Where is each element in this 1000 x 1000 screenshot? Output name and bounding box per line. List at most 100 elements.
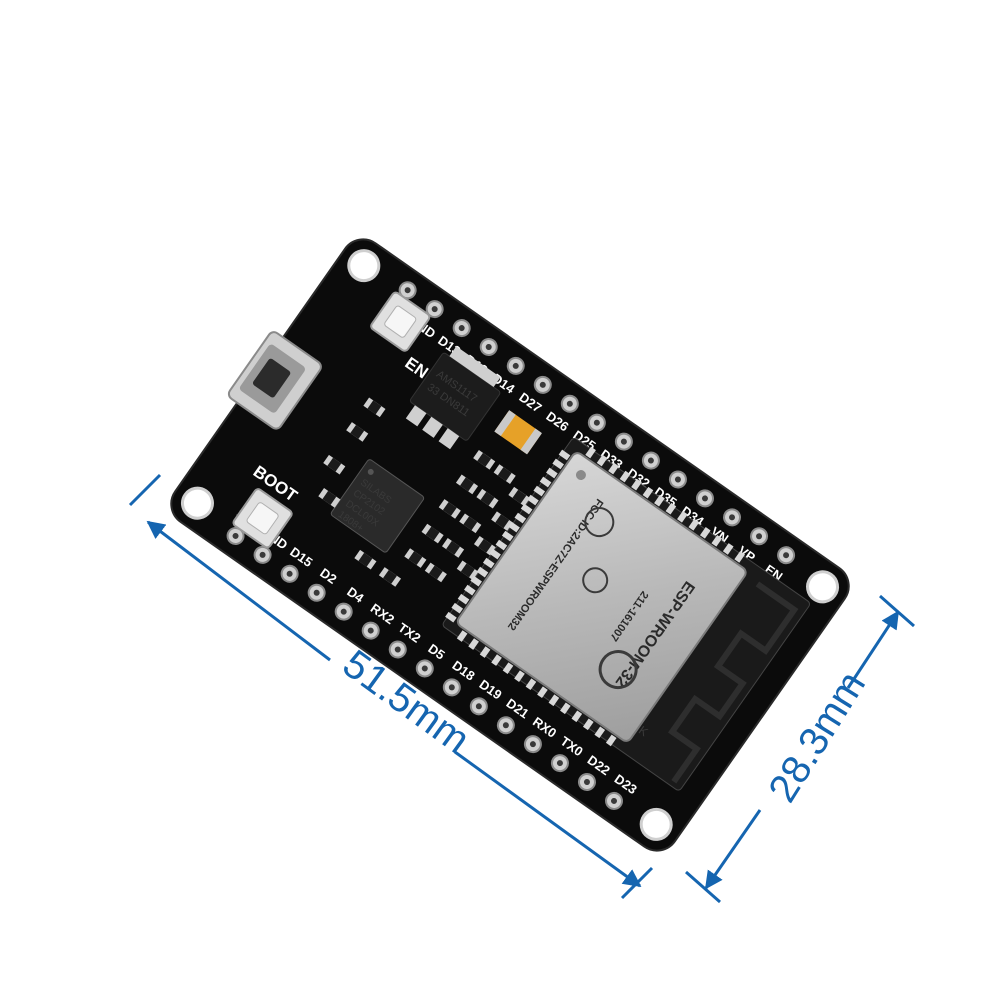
pad-hole [729, 514, 736, 521]
pad-hole [421, 665, 428, 672]
module-pad [560, 702, 571, 715]
espressif-logo-icon [598, 650, 638, 690]
module-pad [470, 575, 482, 587]
pad-hole [502, 722, 509, 729]
pad-hole [475, 703, 482, 710]
smd-part-body [428, 565, 443, 580]
smd-part-body [327, 457, 342, 472]
module-pad [520, 503, 533, 515]
module-pad [527, 494, 539, 506]
pad-hole [539, 381, 546, 388]
module-pad [699, 527, 711, 539]
smd-part-body [322, 490, 337, 505]
module-pad [642, 486, 654, 499]
module-pad [677, 510, 688, 523]
module-pad [491, 654, 502, 666]
module-pad [457, 593, 470, 605]
pad-hole [458, 325, 465, 332]
pad-hole [783, 552, 790, 559]
module-pad [514, 670, 525, 682]
pad-hole [286, 570, 293, 577]
module-pad [468, 638, 479, 650]
tantalum-capacitor [494, 410, 542, 455]
pad-hole [566, 400, 573, 407]
module-pad [451, 602, 464, 614]
smd-part-body [425, 526, 440, 541]
pad-hole [647, 457, 654, 464]
top-header-pads [398, 281, 796, 565]
pad-hole [611, 797, 618, 804]
smd-part-body [383, 569, 397, 584]
pad-hole [431, 306, 438, 313]
smd-part-body [495, 514, 510, 529]
smd-part-body [460, 477, 474, 492]
micro-usb-connector[interactable] [227, 330, 324, 431]
module-pad [445, 611, 457, 623]
module-pad [722, 543, 734, 555]
module-pad [688, 518, 700, 531]
module-pad [582, 718, 594, 731]
boot-button[interactable] [232, 488, 293, 549]
pad-hole [593, 419, 600, 426]
module-pad [734, 551, 746, 563]
module-pad [539, 476, 552, 488]
module-pad [596, 454, 608, 467]
pad-hole [232, 532, 239, 539]
module-shield [456, 452, 747, 742]
pad-hole [485, 343, 492, 350]
pad-hole [313, 589, 320, 596]
pad-hole [512, 362, 519, 369]
smd-part-body [460, 563, 475, 578]
pad-hole [404, 287, 411, 294]
module-pad [605, 734, 617, 747]
module-pad [548, 694, 560, 707]
module-pad [665, 502, 677, 515]
module-pad [464, 584, 476, 596]
module-pad [537, 686, 548, 699]
smd-part-body [350, 424, 365, 439]
wifi-logo-icon [584, 507, 615, 538]
smd-part-body [478, 538, 492, 553]
module-pad [502, 662, 514, 674]
module-pad [456, 630, 468, 642]
smd-part-body [463, 516, 478, 531]
module-pad [619, 470, 631, 483]
module-pad [585, 446, 596, 459]
module-pad [508, 521, 520, 533]
pad-hole [701, 495, 708, 502]
module-pads [445, 446, 746, 747]
smd-part-body [367, 400, 382, 415]
esp-wroom-32-module: ESP-WROOM-32 FCC ID:2AC7Z-ESPWROOM32 211… [442, 437, 810, 791]
module-pad [608, 462, 619, 475]
voltage-regulator: AMS1117 33 DN811 [405, 346, 501, 450]
module-pad [479, 646, 491, 658]
module-pad [495, 539, 508, 551]
module-pad [514, 512, 527, 524]
smd-part-body [358, 552, 373, 567]
pad-hole [756, 533, 763, 540]
ce-mark-icon [582, 567, 609, 594]
module-pad [525, 678, 537, 691]
smd-part-body [512, 489, 527, 504]
pad-hole [367, 627, 374, 634]
en-button[interactable] [370, 291, 431, 352]
bottom-header-pads [226, 526, 624, 810]
module-pad [552, 458, 564, 470]
pad-hole [674, 476, 681, 483]
smd-part-body [497, 467, 512, 482]
pad-hole [394, 646, 401, 653]
pad-hole [448, 684, 455, 691]
smd-part-body [480, 491, 495, 506]
pad-hole [583, 779, 590, 786]
pad-hole [529, 741, 536, 748]
module-pad [476, 566, 489, 578]
module-pad [631, 478, 642, 491]
module-pad [594, 726, 606, 739]
module-pad [558, 449, 571, 461]
smd-part-body [442, 501, 457, 516]
mounting-holes [180, 249, 840, 841]
module-pad [501, 530, 514, 542]
smd-components [318, 397, 531, 587]
esp32-board: VINGNDD13D12D14D27D26D25D33D32D35D34VNVP… [170, 238, 850, 852]
